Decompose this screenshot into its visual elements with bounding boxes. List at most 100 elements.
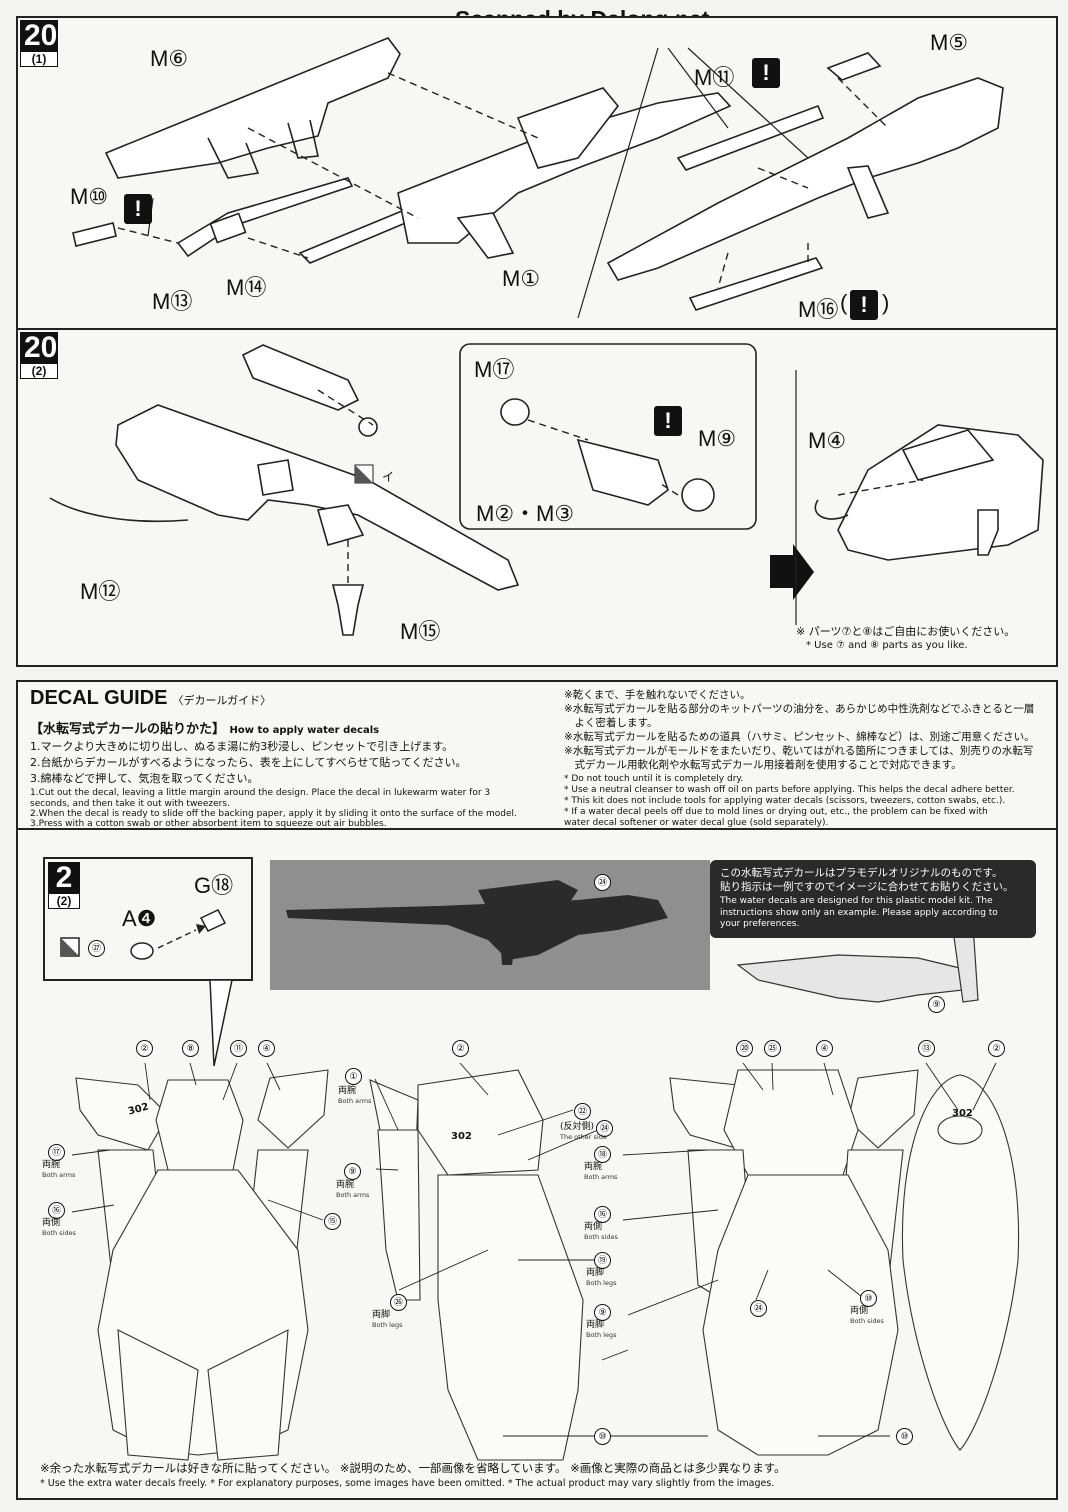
- decal-guide-title: DECAL GUIDE 〈デカールガイド〉: [30, 687, 271, 710]
- decal-callout-13: ⑬: [918, 1040, 935, 1057]
- decal-callout-4b: ④: [816, 1040, 833, 1057]
- decal-callout-18: ⑱: [594, 1146, 611, 1163]
- decal-step-en-2: 2.When the decal is ready to slide off t…: [30, 809, 517, 819]
- decal-callout-2b: ②: [452, 1040, 469, 1057]
- decal-callout-10b: ⑩: [594, 1428, 611, 1445]
- decal-callout-8: ⑧: [182, 1040, 199, 1057]
- decal-note-en-4: * If a water decal peels off due to mold…: [564, 807, 988, 828]
- warning-icon: !: [850, 290, 878, 320]
- label-both-sides-jp: 両側: [850, 1306, 869, 1316]
- decal-callout-16b: ⑯: [594, 1206, 611, 1223]
- label-both-arms-jp: 両腕: [338, 1086, 357, 1096]
- label-both-sides-en: Both sides: [42, 1229, 76, 1237]
- label-both-arms-en: Both arms: [338, 1097, 372, 1105]
- decal-guide-panel: DECAL GUIDE 〈デカールガイド〉 【水転写式デカールの貼りかた】 Ho…: [16, 680, 1058, 832]
- paren-close: ): [882, 290, 890, 315]
- decal-howto-en: How to apply water decals: [229, 725, 380, 736]
- part-label-a4: A❹: [122, 906, 157, 931]
- part-label-m5: M⑤: [930, 30, 969, 55]
- decal-step-en-1: 1.Cut out the decal, leaving a little ma…: [30, 788, 491, 809]
- label-both-legs-en: Both legs: [586, 1279, 617, 1287]
- decal-note-jp-1: ※乾くまで、手を触れないでください。: [564, 689, 751, 701]
- decal-callout-10: ⑩: [860, 1290, 877, 1307]
- decal-note-jp-4: ※水転写式デカールがモールドをまたいだり、乾いてはがれる箇所につきましては、別売…: [564, 745, 1034, 771]
- decal-callout-11: ⑪: [230, 1040, 247, 1057]
- step-number-main: 20: [20, 20, 58, 52]
- decal-note-en-1: * Do not touch until it is completely dr…: [564, 774, 744, 784]
- part-label-m12: M⑫: [80, 579, 121, 604]
- footer-note-jp: ※余った水転写式デカールは好きな所に貼ってください。 ※説明のため、一部画像を省…: [40, 1461, 786, 1475]
- decal-note-jp-2: ※水転写式デカールを貼る部分のキットパーツの油分を、あらかじめ中性洗剤などでふき…: [564, 703, 1035, 729]
- label-both-arms: 両腕 Both arms: [584, 1162, 617, 1182]
- mark-302: 302: [952, 1108, 973, 1119]
- label-both-arms-en: Both arms: [336, 1191, 370, 1199]
- parts-note-jp: ※ パーツ⑦と⑧はご自由にお使いください。: [796, 625, 1016, 638]
- label-both-sides: 両側 Both sides: [850, 1306, 884, 1326]
- decal-callout-17: ⑰: [48, 1144, 65, 1161]
- part-label-m14: M⑭: [226, 275, 267, 300]
- part-label-m17: M⑰: [474, 357, 515, 382]
- decal-callout-22: ㉒: [574, 1103, 591, 1120]
- step-20-2-panel: 20 (2) M⑰ ! M⑨ M②・M③ M④ M⑫ M⑮ イ ※ パーツ⑦と⑧…: [16, 328, 1058, 667]
- step-number-sub: (2): [48, 894, 80, 909]
- mark-302: 302: [451, 1131, 472, 1142]
- part-label-m4: M④: [808, 428, 847, 453]
- label-both-legs-jp: 両脚: [586, 1320, 605, 1330]
- decal-callout-4: ④: [258, 1040, 275, 1057]
- decal-callout-16: ⑯: [48, 1202, 65, 1219]
- label-both-legs: 両脚 Both legs: [586, 1320, 617, 1340]
- decal-step-en-3: 3.Press with a cotton swab or other abso…: [30, 819, 387, 829]
- label-both-legs: 両脚 Both legs: [372, 1310, 403, 1330]
- decal-callout-10c: ⑩: [896, 1428, 913, 1445]
- step-20-1-panel: 20 (1) M⑥ M⑤ M⑪ ! M⑩ ! M⑭ M⑬ M① M⑯ ( ! ): [16, 16, 1058, 332]
- part-label-m6: M⑥: [150, 46, 189, 71]
- label-both-legs-jp: 両脚: [372, 1310, 391, 1320]
- decal-ref-label: イ: [382, 470, 395, 484]
- label-both-sides-jp: 両側: [584, 1222, 603, 1232]
- label-other-side: (反対側) The other side: [560, 1122, 607, 1142]
- decal-number-27: ㉗: [88, 940, 105, 957]
- decal-step-jp-2: 2.台紙からデカールがすべるようになったら、表を上にしてすべらせて貼ってください…: [30, 756, 467, 769]
- label-other-side-en: The other side: [560, 1133, 607, 1141]
- decal-callout-24b: ㉔: [750, 1300, 767, 1317]
- step-number: 2 (2): [48, 862, 80, 909]
- info-box-jp: この水転写式デカールはプラモデルオリジナルのものです。 貼り指示は一例ですのでイ…: [720, 867, 1014, 893]
- step-number-main: 2: [48, 862, 80, 894]
- warning-icon: !: [124, 194, 152, 224]
- label-both-legs-en: Both legs: [372, 1321, 403, 1329]
- label-both-arms-en: Both arms: [42, 1171, 76, 1179]
- part-label-m13: M⑬: [152, 289, 193, 314]
- decal-howto-jp: 【水転写式デカールの貼りかた】: [30, 722, 226, 737]
- part-label-m11: M⑪: [694, 65, 735, 90]
- label-both-arms-jp: 両腕: [584, 1162, 603, 1172]
- label-both-sides-jp: 両側: [42, 1218, 61, 1228]
- label-both-arms: 両腕 Both arms: [42, 1160, 75, 1180]
- part-label-m15: M⑮: [400, 619, 441, 644]
- label-other-side-jp: (反対側): [560, 1122, 595, 1132]
- decal-callout-26: ㉖: [390, 1294, 407, 1311]
- decal-callout-2: ②: [136, 1040, 153, 1057]
- step-number-main: 20: [20, 332, 58, 364]
- step-number-sub: (1): [20, 52, 58, 67]
- part-label-g18: G⑱: [194, 873, 234, 898]
- decal-callout-24a: ㉔: [596, 1120, 613, 1137]
- part-label-m1: M①: [502, 266, 541, 291]
- part-label-m9: M⑨: [698, 426, 737, 451]
- step-number: 20 (1): [20, 20, 58, 67]
- decal-callout-24: ㉔: [594, 874, 611, 891]
- decal-placement-panel: 2 (2) G⑱ A❹ ㉗ この水転写式デカールはプラモデルオリジナルのものです…: [16, 828, 1058, 1500]
- decal-guide-title-en: DECAL GUIDE: [30, 687, 168, 709]
- warning-icon: !: [654, 406, 682, 436]
- decal-placement-illustration: [43, 857, 1036, 1461]
- decal-note-jp-3: ※水転写式デカールを貼るための道具（ハサミ、ピンセット、綿棒など）は、別途ご用意…: [564, 731, 1035, 743]
- label-both-legs: 両脚 Both legs: [586, 1268, 617, 1288]
- decal-note-en-3: * This kit does not include tools for ap…: [564, 796, 1006, 806]
- decal-guide-title-jp: 〈デカールガイド〉: [172, 694, 272, 707]
- warning-icon: !: [752, 58, 780, 88]
- decal-callout-1: ①: [345, 1068, 362, 1085]
- decal-callout-15: ⑮: [324, 1213, 341, 1230]
- label-both-sides: 両側 Both sides: [42, 1218, 76, 1238]
- step-20-1-illustration: [72, 37, 1004, 319]
- label-both-sides: 両側 Both sides: [584, 1222, 618, 1242]
- parts-note-en: * Use ⑦ and ⑧ parts as you like.: [806, 640, 968, 651]
